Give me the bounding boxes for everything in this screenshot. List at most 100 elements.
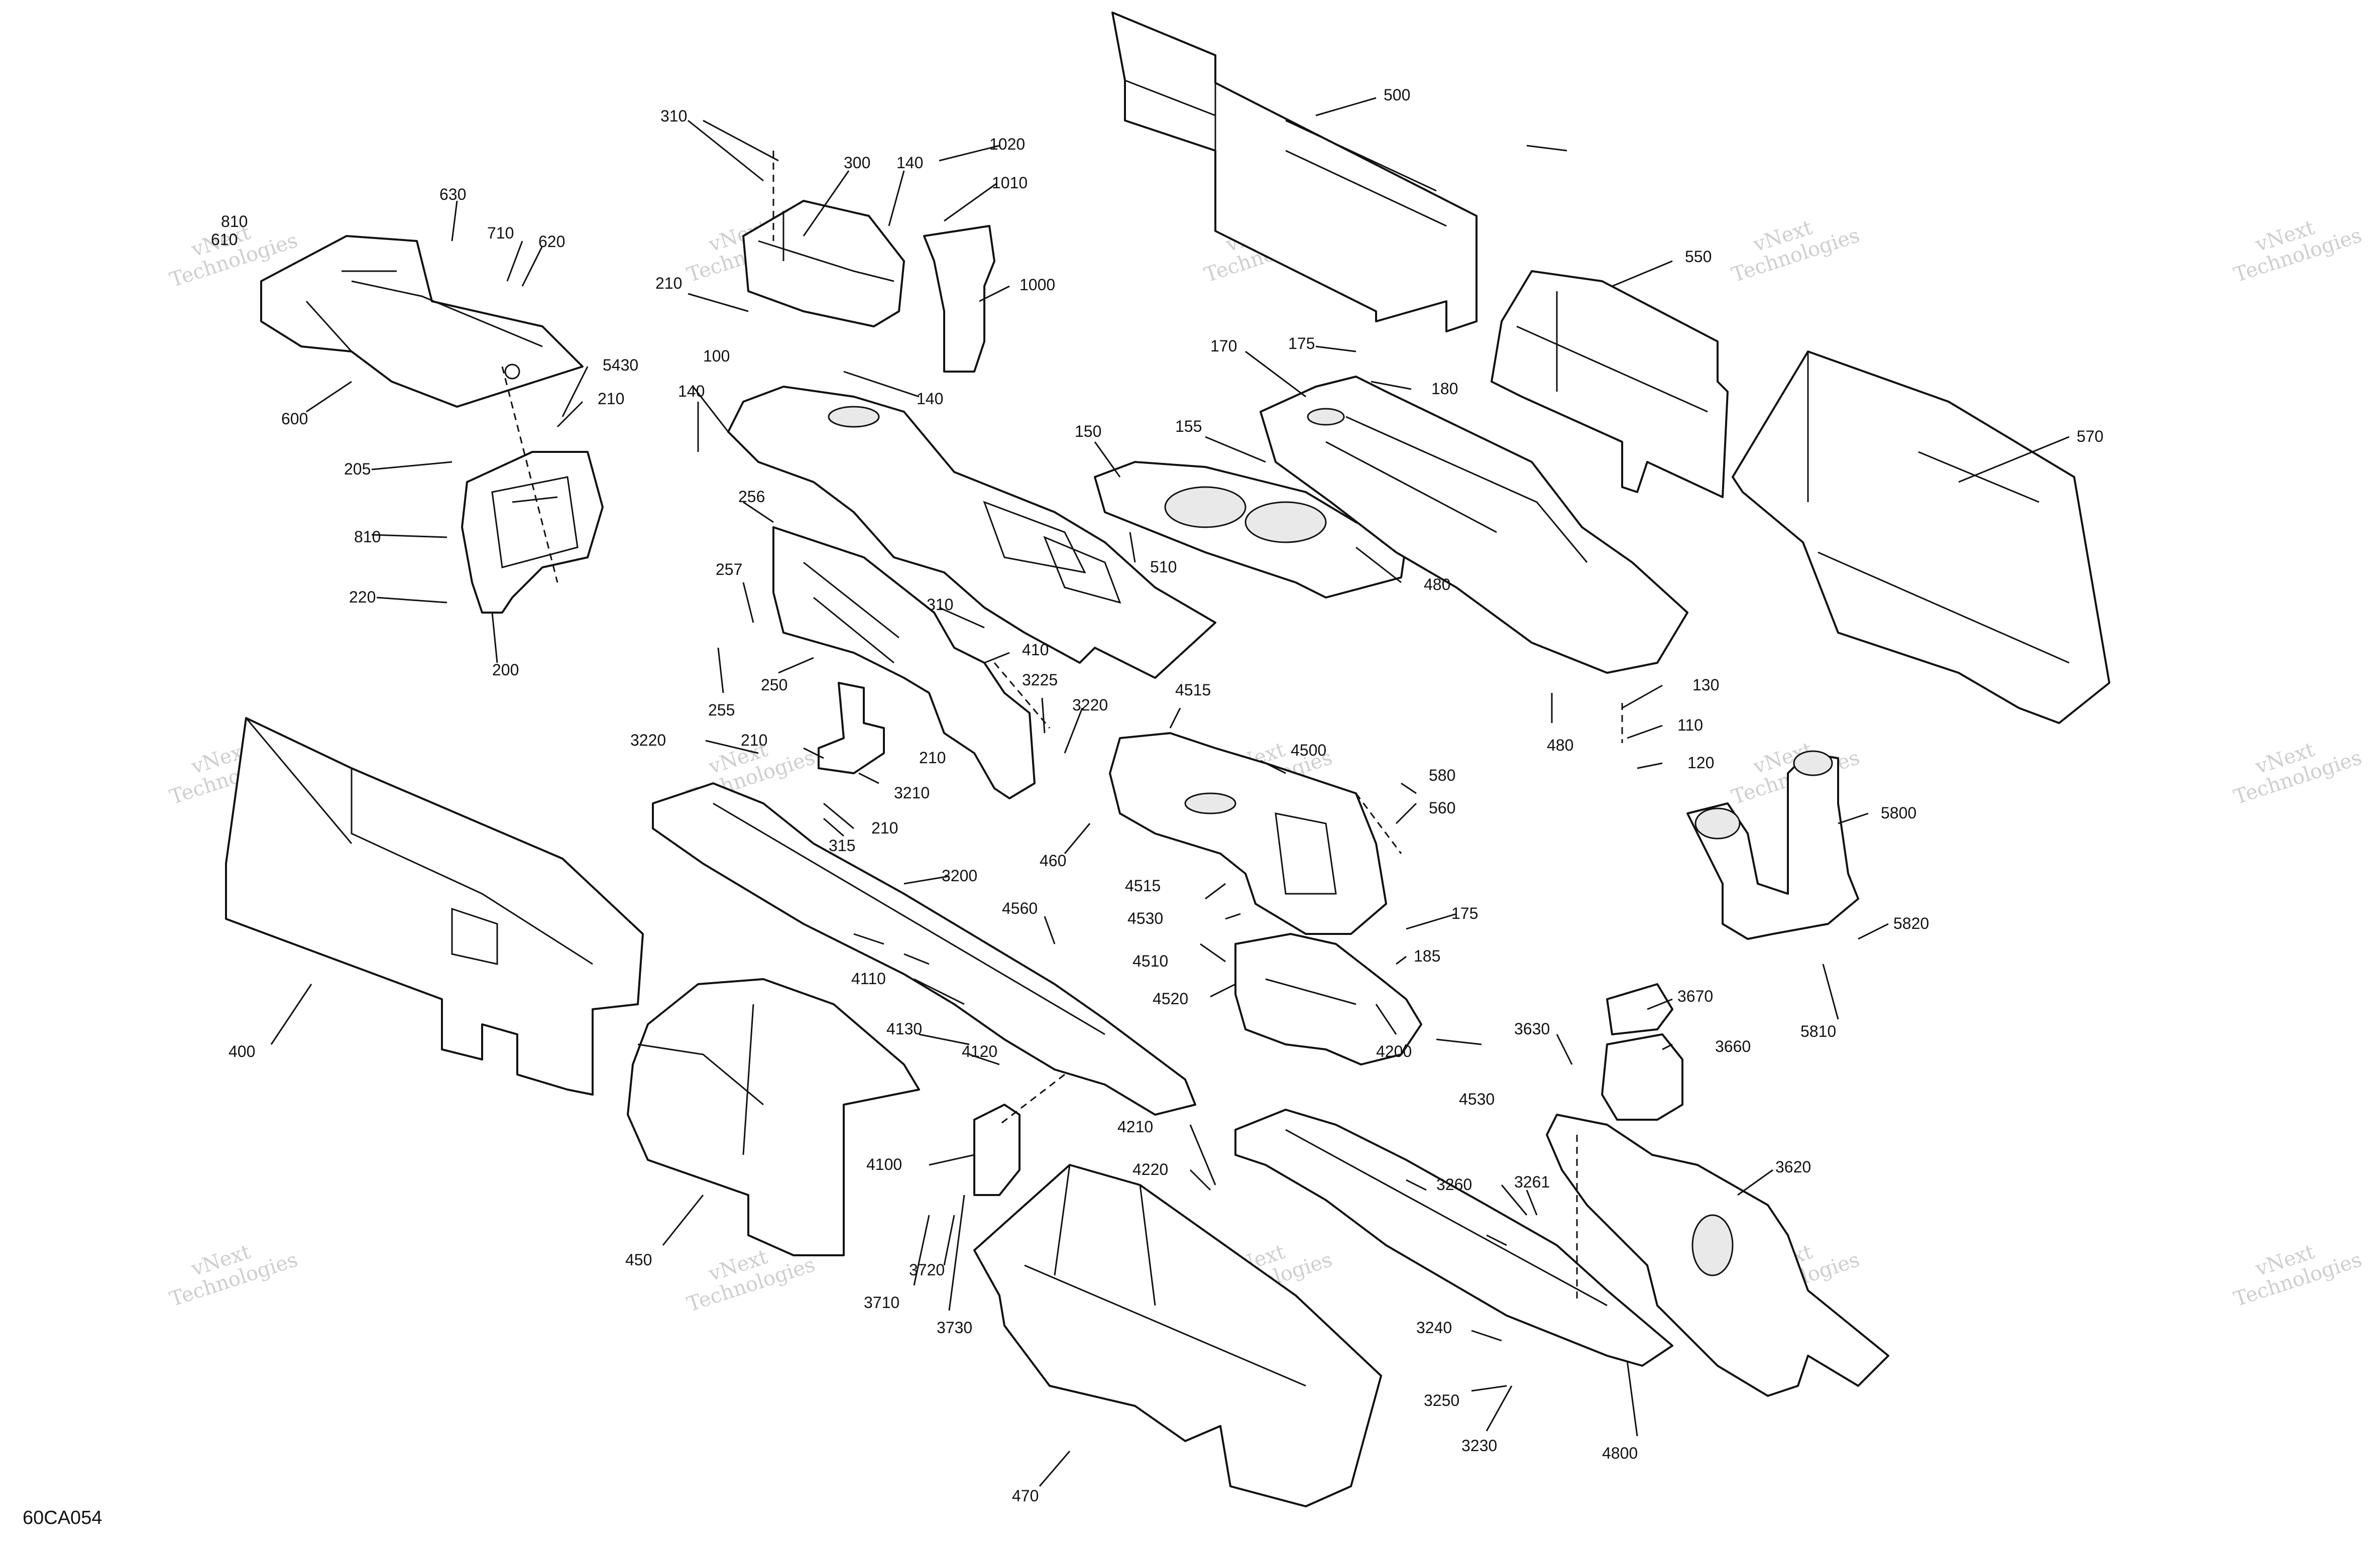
part-label: 140 xyxy=(896,154,923,172)
part-label: 3720 xyxy=(909,1261,945,1279)
part-label: 4510 xyxy=(1132,952,1168,970)
part-label: 210 xyxy=(871,819,898,837)
part-label: 185 xyxy=(1414,947,1440,965)
part-3210-bracket xyxy=(818,682,885,774)
part-label: 1000 xyxy=(1019,276,1055,294)
part-label: 150 xyxy=(1075,422,1101,440)
part-label: 1020 xyxy=(989,135,1025,153)
part-3660-housing xyxy=(1601,1033,1683,1121)
part-label: 130 xyxy=(1692,676,1719,694)
part-label: 5810 xyxy=(1800,1022,1836,1040)
part-400-panel xyxy=(225,717,644,1096)
part-label: 3730 xyxy=(937,1319,972,1337)
part-label: 4100 xyxy=(866,1155,902,1173)
diagram-code: 60CA054 xyxy=(23,1507,102,1528)
part-label: 4560 xyxy=(1002,899,1038,917)
part-label: 205 xyxy=(344,460,371,478)
part-label: 250 xyxy=(761,676,787,694)
part-label: 3620 xyxy=(1775,1158,1811,1176)
part-label: 210 xyxy=(655,274,682,292)
part-label: 450 xyxy=(625,1251,652,1269)
part-label: 210 xyxy=(741,731,767,749)
part-label: 3240 xyxy=(1416,1319,1452,1337)
part-label: 256 xyxy=(738,488,765,506)
watermark: vNext Technologies xyxy=(2231,738,2364,809)
part-300-console xyxy=(742,200,905,327)
part-5800-handle xyxy=(1686,750,1859,940)
part-label: 5430 xyxy=(603,356,638,374)
part-label: 4200 xyxy=(1376,1042,1412,1060)
part-label: 310 xyxy=(927,596,953,614)
part-label: 810 xyxy=(354,528,381,546)
part-label: 560 xyxy=(1429,799,1455,817)
part-500-panel xyxy=(1111,12,1478,332)
part-label: 570 xyxy=(2077,427,2103,445)
watermark: vNext Technologies xyxy=(1729,216,1862,287)
part-label: 710 xyxy=(487,224,514,242)
part-label: 4210 xyxy=(1117,1118,1153,1136)
part-label: 580 xyxy=(1429,766,1455,784)
watermark: vNext Technologies xyxy=(2231,216,2364,287)
part-label: 500 xyxy=(1384,86,1410,104)
part-label: 3230 xyxy=(1461,1437,1497,1455)
watermark: vNext Technologies xyxy=(2231,1240,2364,1311)
part-label: 140 xyxy=(678,382,705,400)
part-label: 4220 xyxy=(1132,1160,1168,1178)
part-label: 3261 xyxy=(1514,1173,1550,1191)
part-3620-lever xyxy=(1546,1114,1889,1397)
part-label: 3260 xyxy=(1436,1175,1472,1194)
assembly-lines xyxy=(501,151,1623,1300)
part-1000-handle xyxy=(923,225,995,373)
part-label: 100 xyxy=(703,347,730,365)
part-label: 4530 xyxy=(1459,1090,1495,1108)
part-label: 175 xyxy=(1288,334,1315,352)
part-label: 510 xyxy=(1150,558,1177,576)
part-label: 480 xyxy=(1547,736,1573,754)
part-label: 460 xyxy=(1040,852,1066,870)
part-label: 3220 xyxy=(630,731,666,749)
part-label: 3220 xyxy=(1072,696,1108,714)
part-label: 310 xyxy=(660,107,687,125)
part-label: 3250 xyxy=(1424,1391,1459,1409)
part-4100-bracket xyxy=(973,1104,1021,1196)
part-label: 4800 xyxy=(1602,1444,1638,1462)
part-label: 3710 xyxy=(864,1293,899,1312)
part-label: 170 xyxy=(1210,337,1237,355)
part-label: 200 xyxy=(492,661,519,679)
part-label: 4500 xyxy=(1291,741,1326,759)
part-200-bracket xyxy=(461,451,604,614)
part-label: 4110 xyxy=(851,970,886,988)
part-label: 4130 xyxy=(886,1020,922,1038)
part-label: 630 xyxy=(439,185,466,203)
part-label: 620 xyxy=(538,232,565,251)
part-label: 3200 xyxy=(942,867,977,885)
part-labels: 310 300 140 1020 1010 1000 500 550 570 6… xyxy=(211,86,2103,1505)
part-450-panel xyxy=(627,978,920,1256)
part-label: 3660 xyxy=(1715,1037,1751,1055)
part-label: 3630 xyxy=(1514,1020,1550,1038)
part-4800-rail xyxy=(1234,1109,1673,1367)
part-470-panel xyxy=(973,1164,1382,1507)
part-550-panel xyxy=(1491,270,1729,498)
part-3200-rail xyxy=(652,782,1196,1116)
part-250-bracket xyxy=(772,526,1036,799)
part-150-cupholder xyxy=(1094,461,1407,599)
leader-lines xyxy=(270,97,2070,1487)
part-label: 3225 xyxy=(1022,671,1058,689)
part-label: 4515 xyxy=(1125,877,1161,895)
part-label: 5800 xyxy=(1881,804,1916,822)
part-label: 4515 xyxy=(1175,681,1211,699)
part-label: 155 xyxy=(1175,417,1202,435)
part-label: 120 xyxy=(1687,754,1714,772)
part-label: 255 xyxy=(708,701,735,719)
part-600-tray xyxy=(260,235,584,408)
part-label: 410 xyxy=(1022,641,1049,659)
part-label: 600 xyxy=(281,410,308,428)
part-3670-clip xyxy=(1606,983,1673,1035)
part-label: 5820 xyxy=(1893,914,1929,932)
part-label: 470 xyxy=(1012,1487,1039,1505)
part-label: 210 xyxy=(598,390,624,408)
part-label: 210 xyxy=(919,749,946,767)
part-label: 810 xyxy=(221,212,248,230)
